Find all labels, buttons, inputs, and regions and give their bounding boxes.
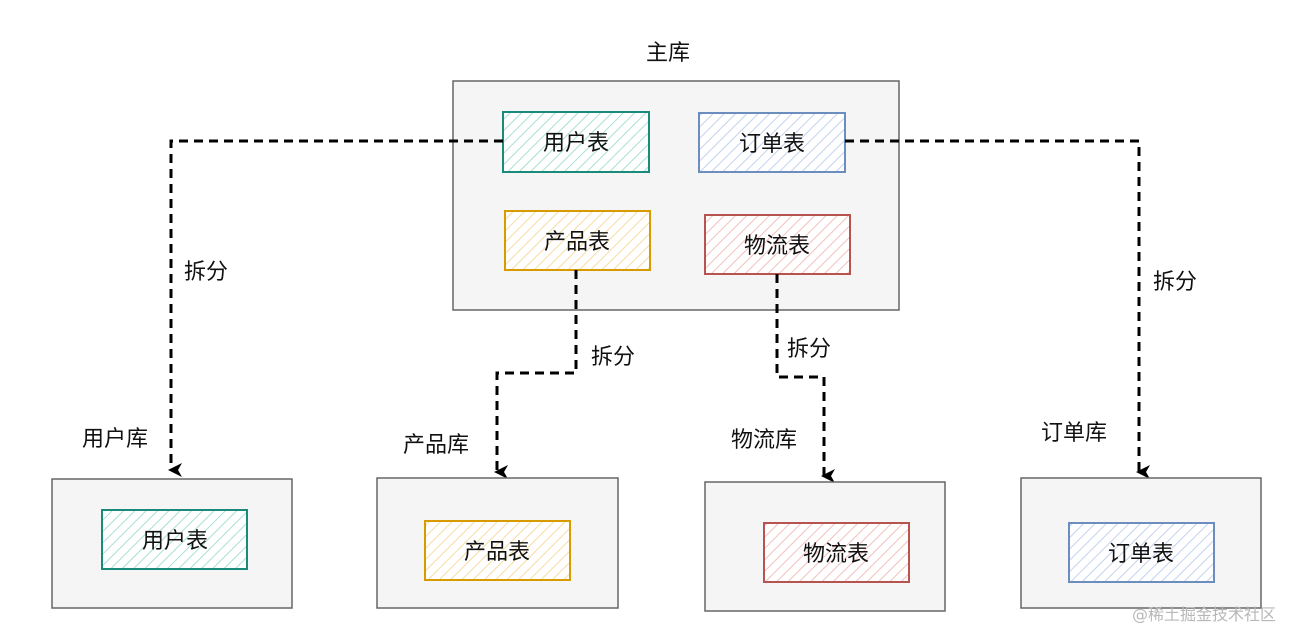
main-user-table-label: 用户表 [543,131,609,156]
main-order-table-label: 订单表 [739,132,805,157]
product-db-table-label: 产品表 [464,540,530,565]
watermark: @稀土掘金技术社区 [1132,605,1276,624]
main-product-table-label: 产品表 [544,230,610,255]
split-arrow-product [494,270,578,479]
split-label-logistics: 拆分 [787,337,831,362]
logistics-db-table-label: 物流表 [803,542,869,567]
order-db-table-label: 订单表 [1108,542,1174,567]
user-db-table: 用户表 [101,509,248,570]
user-db-table-label: 用户表 [142,529,208,554]
main-logistics-table: 物流表 [704,214,851,275]
split-label-order: 拆分 [1153,270,1197,295]
split-arrow-order [845,139,1150,479]
product-db-label: 产品库 [403,433,469,458]
user-db-label: 用户库 [82,427,148,452]
split-label-user: 拆分 [184,260,228,285]
logistics-db-label: 物流库 [731,428,797,453]
main-logistics-table-label: 物流表 [744,234,810,259]
logistics-db-table: 物流表 [763,522,910,583]
split-arrow-logistics [775,274,835,483]
main-db-label: 主库 [646,41,690,66]
main-user-table: 用户表 [502,111,650,173]
split-label-product: 拆分 [591,345,635,370]
order-db-table: 订单表 [1068,522,1215,583]
main-product-table: 产品表 [504,210,651,271]
main-order-table: 订单表 [698,112,846,173]
split-arrow-user [168,139,503,477]
order-db-label: 订单库 [1041,421,1107,446]
product-db-table: 产品表 [424,520,571,581]
